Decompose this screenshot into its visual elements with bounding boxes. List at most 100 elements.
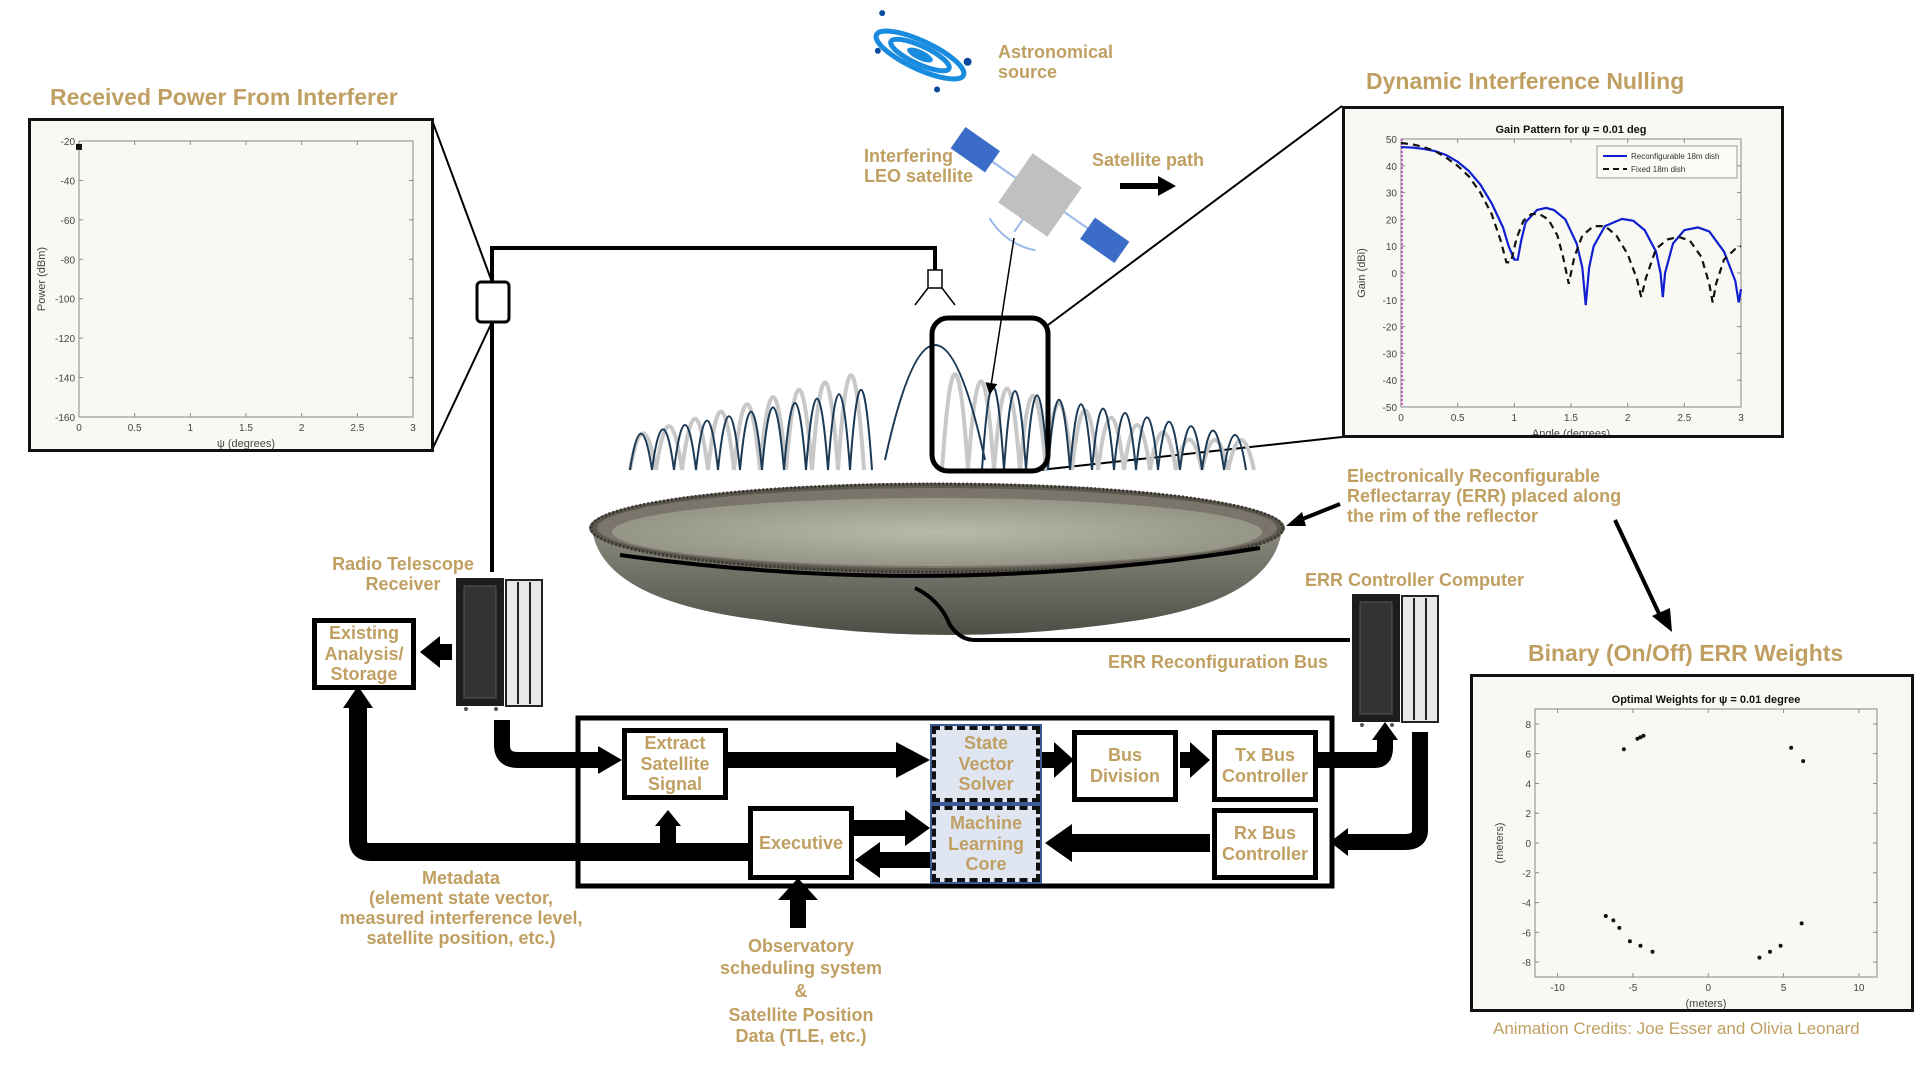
block-line: Tx Bus (1234, 745, 1295, 766)
x-tick-label: -5 (1628, 983, 1637, 994)
weight-point (1603, 913, 1608, 918)
astronomical-source-line: Astronomical (998, 42, 1114, 62)
y-tick-label: 2 (1525, 809, 1531, 820)
y-tick-label: -120 (55, 334, 75, 345)
weight-point (1617, 925, 1622, 930)
galaxy-icon (873, 10, 972, 93)
receiver-label-line: Radio Telescope (332, 554, 474, 574)
legend-entry: Fixed 18m dish (1631, 165, 1685, 174)
reconfigurable-beam-lobe (1157, 420, 1181, 471)
executive-block: Executive (748, 806, 854, 880)
beam-pattern (628, 344, 1256, 471)
y-tick-label: -2 (1522, 869, 1531, 880)
weight-point (1611, 918, 1616, 923)
feed-horn-icon (914, 269, 956, 306)
plot-area (78, 140, 414, 418)
y-tick-label: 50 (1386, 135, 1398, 146)
reconfigurable-beam-lobe (1003, 390, 1027, 471)
block-line: Core (965, 854, 1007, 875)
weight-point (1789, 745, 1794, 750)
x-tick-label: 0 (1705, 983, 1711, 994)
fixed-beam-lobe (732, 402, 762, 471)
block-line: Learning (947, 833, 1024, 854)
interfering-satellite-line: Interfering (864, 146, 954, 166)
weight-point (1768, 949, 1773, 954)
x-tick-label: 1 (1512, 413, 1518, 424)
block-line: Extract (644, 732, 706, 753)
y-tick-label: 8 (1525, 720, 1531, 731)
block-line: Controller (1221, 766, 1308, 786)
block-line: Division (1089, 766, 1160, 786)
err-description-line: Electronically Reconfigurable (1347, 466, 1601, 486)
y-tick-label: -30 (1383, 349, 1398, 360)
fixed-beam-lobe (654, 424, 684, 471)
reconfigurable-beam-lobe (717, 415, 741, 471)
dynamic-nulling-title: Dynamic Interference Nulling (1366, 68, 1685, 94)
animation-credits: Animation Credits: Joe Esser and Olivia … (1493, 1019, 1860, 1038)
weight-point (1650, 949, 1655, 954)
metadata-line: (element state vector, (368, 888, 554, 909)
y-tick-label: 4 (1525, 779, 1531, 790)
weight-point (1638, 735, 1643, 740)
x-tick-label: 5 (1781, 983, 1787, 994)
callout-lines-right (1039, 105, 1343, 471)
reconfigurable-beam-lobe (849, 389, 873, 471)
chart-title: Optimal Weights for ψ = 0.01 degree (1612, 694, 1801, 706)
block-line: Rx Bus (1233, 823, 1296, 844)
y-tick-label: 0 (1525, 839, 1531, 850)
block-line: Bus (1107, 745, 1142, 766)
x-tick-label: 1.5 (1564, 413, 1578, 424)
reconfigurable-beam-lobe (1179, 425, 1203, 471)
flow-arrows (343, 636, 1428, 928)
y-tick-label: -80 (61, 255, 76, 266)
x-tick-label: 0 (76, 423, 82, 434)
x-tick-label: 1 (188, 423, 194, 434)
x-tick-label: 0.5 (128, 423, 142, 434)
reconfigurable-beam-lobe (1113, 412, 1137, 471)
observatory-line: Observatory (747, 936, 855, 956)
receiver-label: Radio Telescope Receiver (330, 554, 476, 594)
fixed-beam-lobe (1122, 422, 1152, 471)
data-point (76, 143, 82, 150)
observatory-line: scheduling system (719, 957, 883, 978)
err-bus-cable (619, 546, 1350, 642)
x-axis-label: Angle (degrees) (1532, 428, 1610, 435)
x-axis-label: (meters) (1686, 998, 1727, 1009)
fixed-beam-lobe (966, 379, 996, 471)
fixed-beam-lobe (940, 372, 970, 471)
y-tick-label: 6 (1525, 750, 1531, 761)
weight-point (1757, 955, 1762, 960)
reconfigurable-beam-lobe (673, 424, 697, 471)
err-controller-computer-rack-icon (1352, 594, 1439, 727)
x-tick-label: 0 (1398, 413, 1404, 424)
chart-title: Gain Pattern for ψ = 0.01 deg (1495, 124, 1646, 136)
y-tick-label: 0 (1391, 269, 1397, 280)
astronomical-source-label: Astronomical source (998, 42, 1113, 82)
y-tick-label: 10 (1386, 242, 1398, 253)
y-tick-label: 40 (1386, 162, 1398, 173)
receiver-label-line: Receiver (365, 574, 441, 595)
astronomical-source-line: source (998, 62, 1058, 83)
weight-point (1621, 747, 1626, 752)
main-beam-lobe (884, 344, 986, 461)
processing-frame (575, 715, 1335, 889)
reconfigurable-beam-lobe (739, 411, 763, 471)
metadata-label: Metadata (element state vector, measured… (330, 868, 592, 949)
metadata-line: measured interference level, (339, 908, 583, 929)
interfering-satellite-label: Interfering LEO satellite (864, 146, 973, 186)
weight-point (1627, 939, 1632, 944)
satellite-path-arrow (1120, 176, 1176, 196)
reconfigurable-beam-lobe (783, 402, 807, 471)
fixed-beam-lobe (758, 395, 788, 471)
err-pointer-arrow (1286, 502, 1341, 526)
y-tick-label: -40 (61, 176, 76, 187)
block-line: Solver (958, 774, 1014, 795)
y-axis-label: Gain (dBi) (1356, 248, 1368, 298)
